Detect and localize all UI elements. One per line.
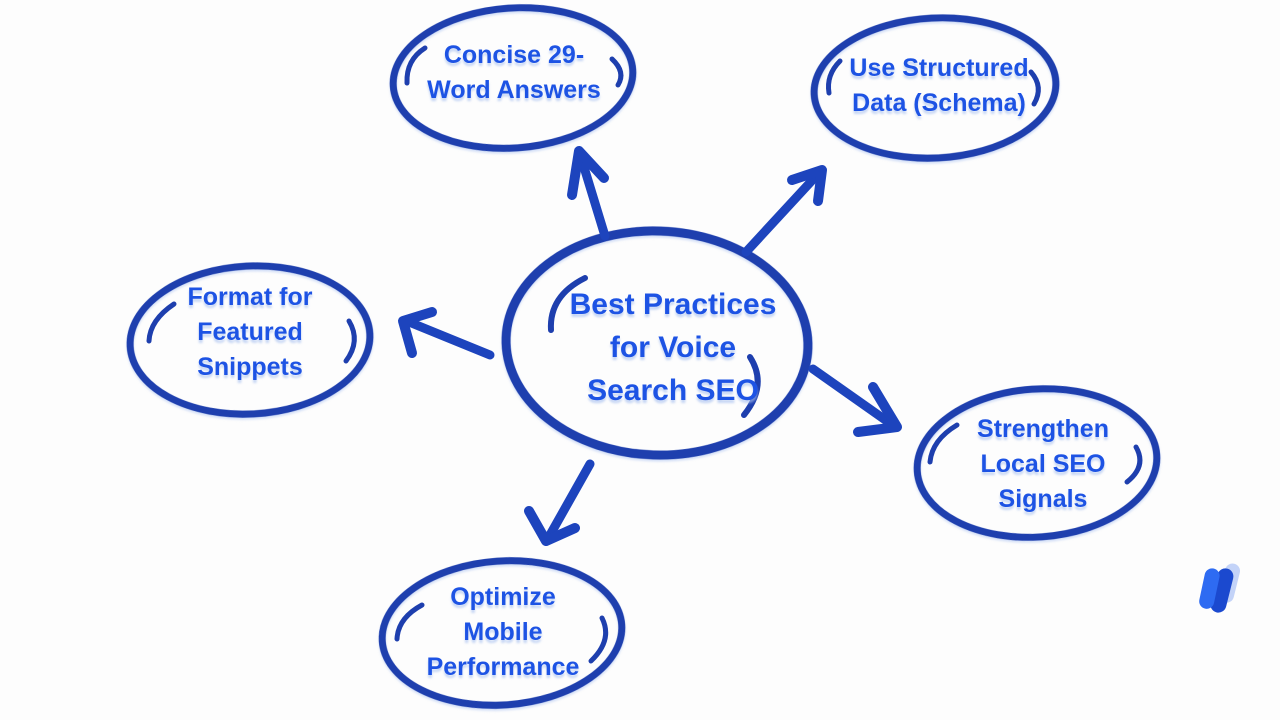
node-text-line: Concise 29- [443, 41, 585, 69]
paren-left-local [927, 422, 960, 465]
arrowhead-icon [398, 307, 437, 358]
paren-left-mobile [394, 602, 425, 642]
node-text-line: Data (Schema) [852, 89, 1026, 117]
node-label-featured-snippets: Format for Featured Snippets [110, 280, 390, 385]
node-label-local-seo-signals: Strengthen Local SEO Signals [903, 412, 1183, 517]
paren-right-mobile [588, 615, 609, 664]
arrowhead-icon [853, 382, 902, 437]
node-ellipse-concise-word-answers [389, 4, 637, 152]
node-text-line: Performance [426, 653, 580, 681]
w-logo-front-stroke [1199, 568, 1220, 609]
paren-left-center [547, 275, 588, 333]
arrowhead-icon [567, 146, 609, 200]
node-text-line: Optimize [450, 583, 556, 611]
node-label-concise-word-answers: Concise 29- Word Answers [374, 38, 654, 108]
paren-right-local [1124, 444, 1143, 485]
arrow-shaft [545, 459, 595, 540]
node-label-center: Best Practices for Voice Search SEO [507, 283, 839, 412]
node-text-line: for Voice [609, 331, 737, 364]
arrowhead-icon [787, 165, 827, 206]
paren-left-concise [404, 45, 428, 86]
node-text-line: Mobile [463, 618, 543, 646]
node-text-line: Featured [197, 318, 303, 346]
arrow-shaft [808, 364, 896, 429]
w-logo-icon [1199, 563, 1241, 613]
paren-right-center [741, 354, 761, 418]
node-ellipse-local-seo-signals [913, 385, 1161, 541]
paren-right-structured [1028, 69, 1041, 107]
node-text-line: Format for [187, 283, 313, 311]
paren-left-snippets [146, 301, 177, 344]
paren-right-concise [609, 56, 624, 88]
node-text-line: Local SEO [980, 450, 1106, 478]
arrow-to-concise-word-answers [567, 146, 610, 241]
arrow-shaft [575, 149, 610, 241]
node-text-line: Snippets [197, 353, 303, 381]
node-label-structured-data: Use Structured Data (Schema) [799, 51, 1079, 121]
node-ellipse-featured-snippets [126, 262, 374, 418]
node-ellipse-structured-data [810, 14, 1060, 162]
arrow-to-mobile-performance [524, 459, 595, 546]
node-text-line: Signals [998, 485, 1088, 513]
node-text-line: Strengthen [977, 415, 1109, 443]
node-ellipse-center [501, 226, 813, 460]
node-label-mobile-performance: Optimize Mobile Performance [363, 580, 643, 685]
node-text-line: Word Answers [427, 76, 601, 104]
node-text-line: Best Practices [569, 288, 777, 321]
paren-left-structured [826, 58, 843, 96]
node-ellipse-mobile-performance [378, 557, 626, 709]
arrow-to-local-seo-signals [808, 364, 902, 437]
arrow-to-structured-data [741, 165, 827, 257]
node-text-line: Search SEO [587, 374, 759, 407]
paren-right-snippets [343, 318, 357, 364]
arrow-shaft [741, 169, 823, 257]
arrow-to-featured-snippets [398, 307, 495, 360]
arrowhead-icon [524, 506, 580, 546]
arrow-shaft [404, 317, 495, 360]
w-logo-mid-stroke [1210, 568, 1234, 613]
node-text-line: Use Structured [849, 54, 1029, 82]
